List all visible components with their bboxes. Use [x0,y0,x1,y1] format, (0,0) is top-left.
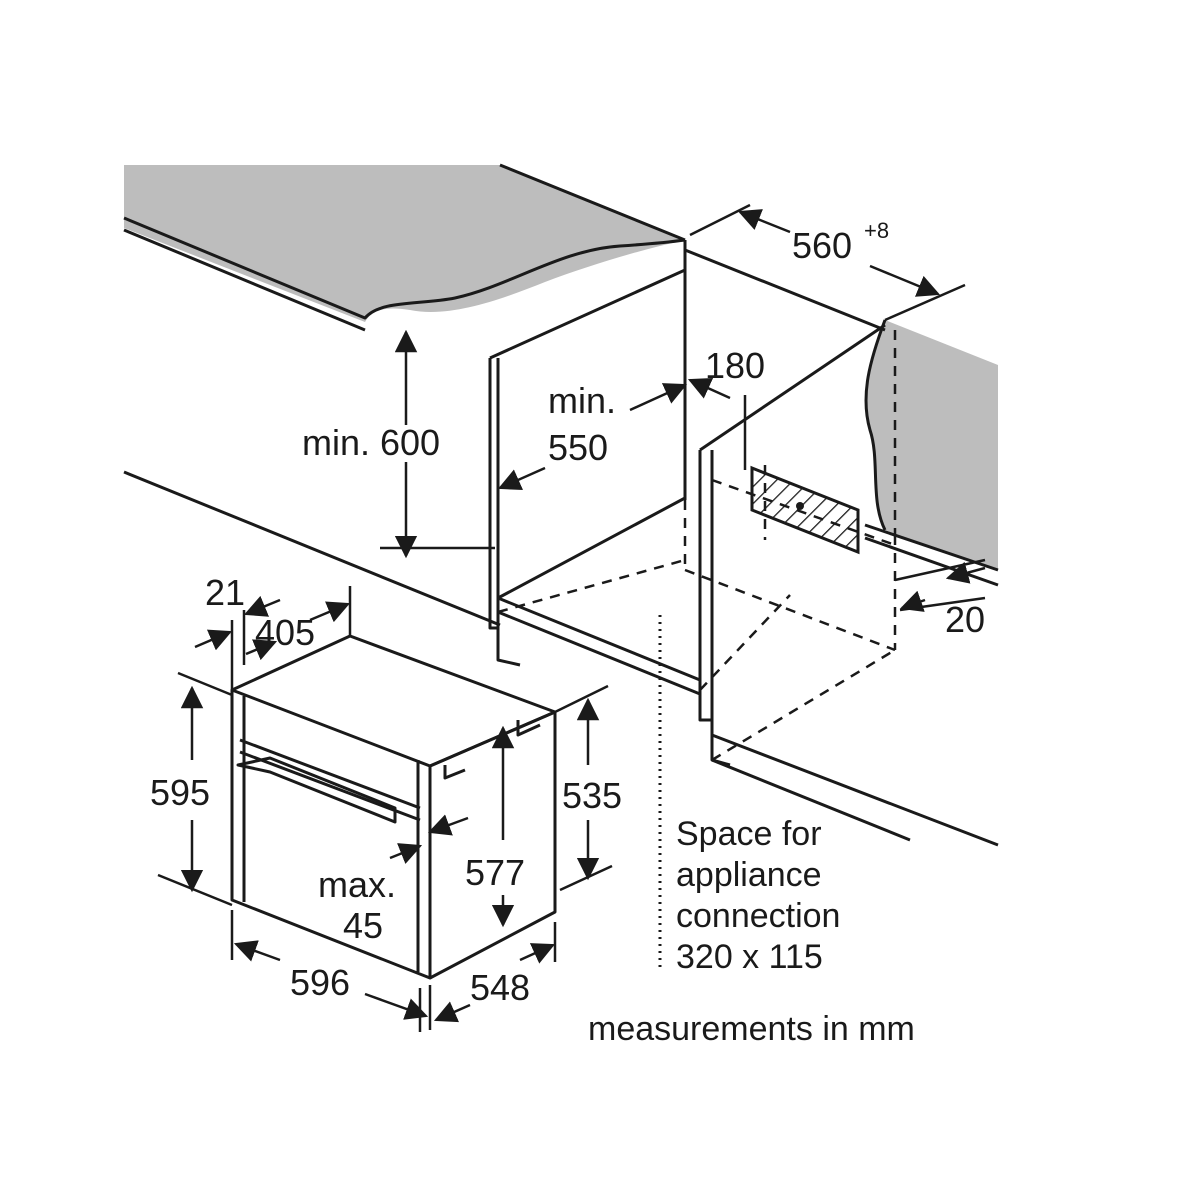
label-560-tolerance: +8 [864,218,889,243]
label-577: 577 [465,852,525,893]
label-180: 180 [705,345,765,386]
dimension-labels: 560 +8 min. 600 min. 550 180 20 21 405 5… [150,218,985,1008]
space-note-line4: 320 x 115 [676,938,823,976]
space-note-line3: connection [676,897,840,935]
space-note-line2: appliance [676,856,822,894]
label-min-550-line1: min. [548,380,616,421]
label-max-45-line2: 45 [343,905,383,946]
space-note-line1: Space for [676,815,822,853]
label-548: 548 [470,967,530,1008]
label-560: 560 [792,225,852,266]
floor-lines [123,470,999,970]
label-20: 20 [945,599,985,640]
oven [230,634,557,980]
label-595: 595 [150,772,210,813]
label-min-600: min. 600 [302,422,440,463]
label-535: 535 [562,775,622,816]
label-min-550-line2: 550 [548,427,608,468]
cabinet-niche [488,240,897,767]
connection-box [750,465,860,555]
worktop [123,163,686,332]
label-max-45-line1: max. [318,864,396,905]
right-counter [864,319,999,587]
label-596: 596 [290,962,350,1003]
label-405: 405 [255,612,315,653]
space-note: Space for appliance connection 320 x 115 [676,815,840,976]
units-note: measurements in mm [588,1010,915,1048]
dimension-lines [157,203,986,1032]
label-21: 21 [205,572,245,613]
